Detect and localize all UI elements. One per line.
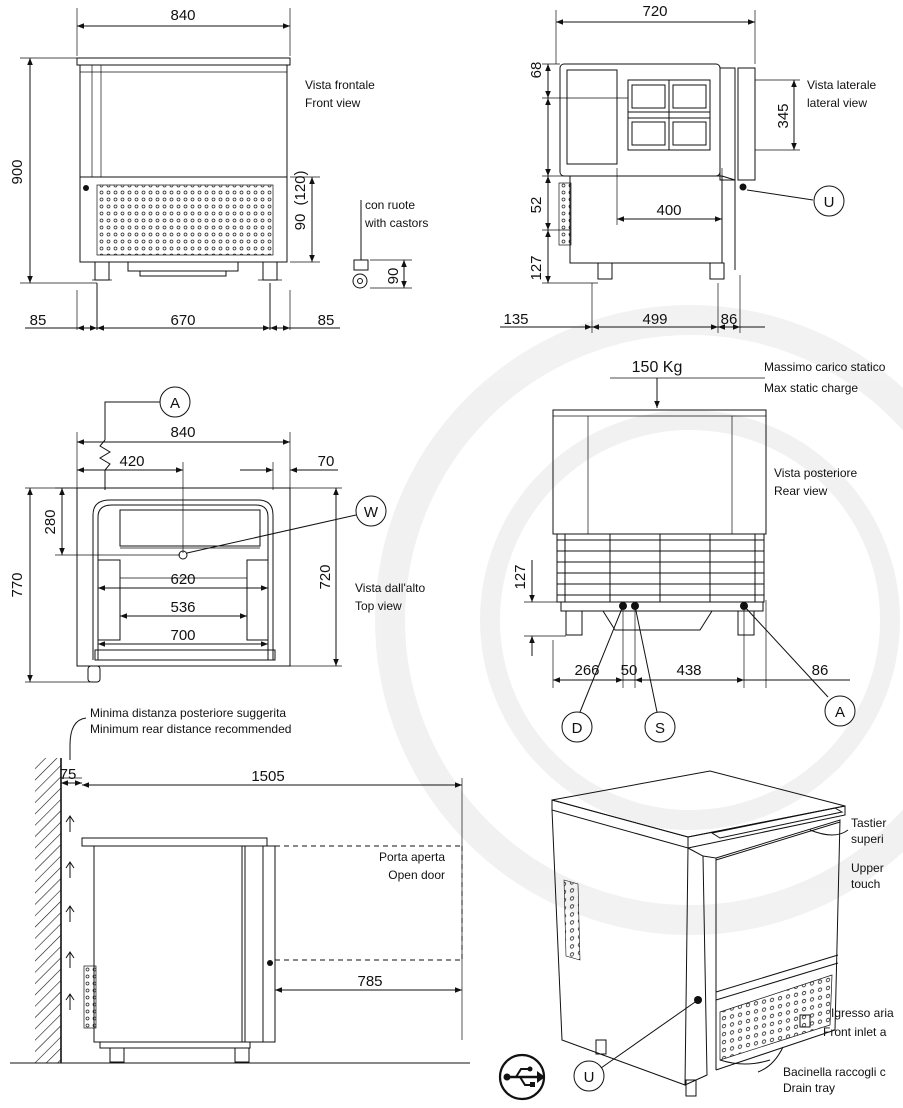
rear-dim-86: 86 (812, 662, 829, 679)
rear-marker-d (561, 711, 593, 743)
side-dim-785: 785 (357, 973, 382, 990)
isometric-view: Tastier superi Upper touch Igresso aria … (551, 770, 894, 1097)
iso-inlet-it: Igresso aria (831, 1006, 894, 1020)
iso-tray-en: Drain tray (783, 1081, 835, 1095)
top-dim-620: 620 (170, 571, 195, 588)
front-dim-right: 85 (318, 312, 335, 329)
castor-label-it: con ruote (365, 198, 415, 212)
iso-keyboard-it-1: Tastier (851, 816, 886, 830)
front-label-it: Vista frontale (305, 78, 375, 92)
iso-keyboard-en-2: touch (851, 877, 880, 891)
rear-load-label-en: Max static charge (764, 381, 858, 395)
top-marker-a-label: A (170, 395, 180, 412)
rear-load: 150 Kg (632, 359, 683, 376)
top-dim-280: 280 (42, 509, 59, 534)
rear-label-it: Vista posteriore (774, 466, 857, 480)
iso-keyboard-it-2: superi (851, 832, 884, 846)
iso-marker-u-label: U (584, 1069, 595, 1086)
top-dim-720: 720 (317, 564, 334, 589)
usb-icon (498, 1053, 546, 1101)
rear-load-label-it: Massimo carico statico (764, 360, 886, 374)
top-dim-700: 700 (170, 627, 195, 644)
top-view: A 840 420 70 280 770 72 (9, 386, 425, 683)
rear-label-en: Rear view (774, 484, 828, 498)
wall-hatch (35, 758, 61, 1063)
lateral-dim-400: 400 (656, 202, 681, 219)
rear-dim-50: 50 (621, 662, 638, 679)
top-marker-w-label: W (364, 504, 379, 521)
lateral-view: 720 68 52 127 345 Vist (500, 3, 876, 333)
iso-marker-u (573, 1060, 605, 1092)
watermark (375, 305, 903, 935)
lateral-marker-u (813, 185, 845, 217)
castor-wheel-icon (352, 259, 369, 289)
rear-distance-note-it: Minima distanza posteriore suggerita (90, 706, 286, 720)
side-dim-1505: 1505 (251, 768, 284, 785)
rear-marker-a (824, 695, 856, 727)
front-dim-120: (120) (292, 170, 309, 205)
front-dim-center: 670 (170, 312, 195, 329)
top-dim-770: 770 (9, 572, 26, 597)
rear-view: 150 Kg Massimo carico statico Max static… (512, 359, 886, 743)
lateral-label-en: lateral view (807, 96, 867, 110)
castor-height-dim: 90 (385, 268, 402, 285)
top-dim-420: 420 (119, 453, 144, 470)
rear-distance-note-en: Minimum rear distance recommended (90, 722, 291, 736)
lateral-dim-52: 52 (528, 197, 545, 214)
rear-marker-d-label: D (572, 720, 583, 737)
lateral-label-it: Vista laterale (807, 78, 876, 92)
open-door-label-en: Open door (388, 868, 445, 882)
open-door-label-it: Porta aperta (379, 850, 445, 864)
top-dim-840: 840 (170, 424, 195, 441)
front-label-en: Front view (305, 96, 361, 110)
side-dim-75: 75 (60, 766, 77, 783)
rear-marker-a-label: A (835, 704, 845, 721)
airflow-arrows (65, 815, 75, 1010)
top-label-it: Vista dall'alto (355, 581, 425, 595)
rear-dim-266: 266 (574, 662, 599, 679)
lateral-dim-127: 127 (528, 255, 545, 280)
top-marker-w (355, 495, 387, 527)
front-dim-90: 90 (292, 214, 309, 231)
iso-tray-it: Bacinella raccogli c (783, 1065, 886, 1079)
lateral-marker-u-label: U (824, 194, 835, 211)
front-height-dim: 900 (9, 159, 26, 184)
front-view: 840 900 90 (120) 85 670 85 (9, 7, 428, 331)
rear-dim-127: 127 (512, 564, 529, 589)
castor-label-en: with castors (364, 216, 428, 230)
top-dim-536: 536 (170, 599, 195, 616)
lateral-width-dim: 720 (642, 3, 667, 20)
rear-marker-s (644, 711, 676, 743)
front-dim-left: 85 (30, 312, 47, 329)
iso-keyboard-en-1: Upper (851, 861, 884, 875)
top-dim-70: 70 (318, 453, 335, 470)
lateral-dim-86: 86 (721, 311, 738, 328)
rear-dim-438: 438 (676, 662, 701, 679)
lateral-dim-345: 345 (775, 103, 792, 128)
rear-marker-s-label: S (655, 720, 665, 737)
side-view-wall: Minima distanza posteriore suggerita Min… (10, 706, 470, 1064)
lateral-dim-499: 499 (642, 311, 667, 328)
lateral-dim-135: 135 (503, 311, 528, 328)
top-label-en: Top view (355, 599, 402, 613)
front-width-dim: 840 (170, 7, 195, 24)
iso-inlet-en: Front inlet a (823, 1025, 887, 1039)
lateral-dim-68: 68 (528, 62, 545, 79)
